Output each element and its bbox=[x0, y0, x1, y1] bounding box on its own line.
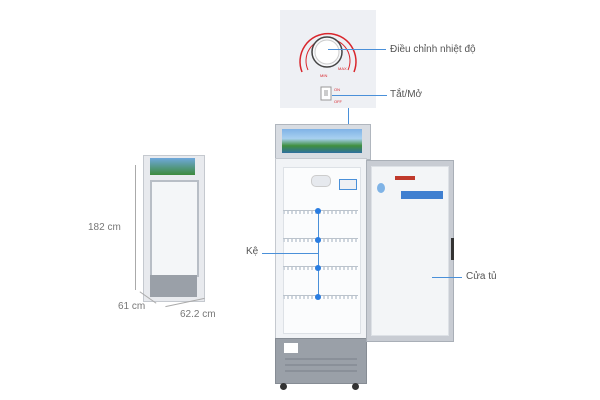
wheel bbox=[280, 383, 287, 390]
dial-min-label: MIN bbox=[320, 73, 327, 78]
shelf-marker bbox=[315, 208, 321, 214]
shelf-marker bbox=[315, 294, 321, 300]
fridge-cabinet bbox=[275, 158, 367, 340]
power-switch-callout: Tắt/Mở bbox=[390, 89, 423, 100]
control-box bbox=[339, 179, 357, 190]
shelf-callout: Kệ bbox=[246, 246, 259, 257]
shelf-marker bbox=[315, 265, 321, 271]
svg-text:OFF: OFF bbox=[334, 99, 343, 104]
thermostat-panel: MIN MAX ON OFF bbox=[280, 10, 376, 108]
fridge-header bbox=[275, 124, 371, 160]
door-handle[interactable] bbox=[451, 238, 454, 260]
depth-dimension: 61 cm bbox=[118, 301, 146, 312]
height-dimension: 182 cm bbox=[88, 222, 121, 233]
thermostat-callout: Điều chỉnh nhiệt độ bbox=[390, 44, 476, 55]
dial-max-label: MAX bbox=[338, 66, 347, 71]
door-callout: Cửa tủ bbox=[466, 271, 497, 282]
svg-text:ON: ON bbox=[334, 87, 340, 92]
fridge-door[interactable] bbox=[366, 160, 454, 342]
small-fridge bbox=[143, 155, 205, 302]
width-dimension: 62.2 cm bbox=[180, 309, 216, 320]
wheel bbox=[352, 383, 359, 390]
shelf-marker bbox=[315, 237, 321, 243]
fridge-base bbox=[275, 338, 367, 384]
thermostat-dial: MIN MAX ON OFF bbox=[299, 32, 357, 104]
